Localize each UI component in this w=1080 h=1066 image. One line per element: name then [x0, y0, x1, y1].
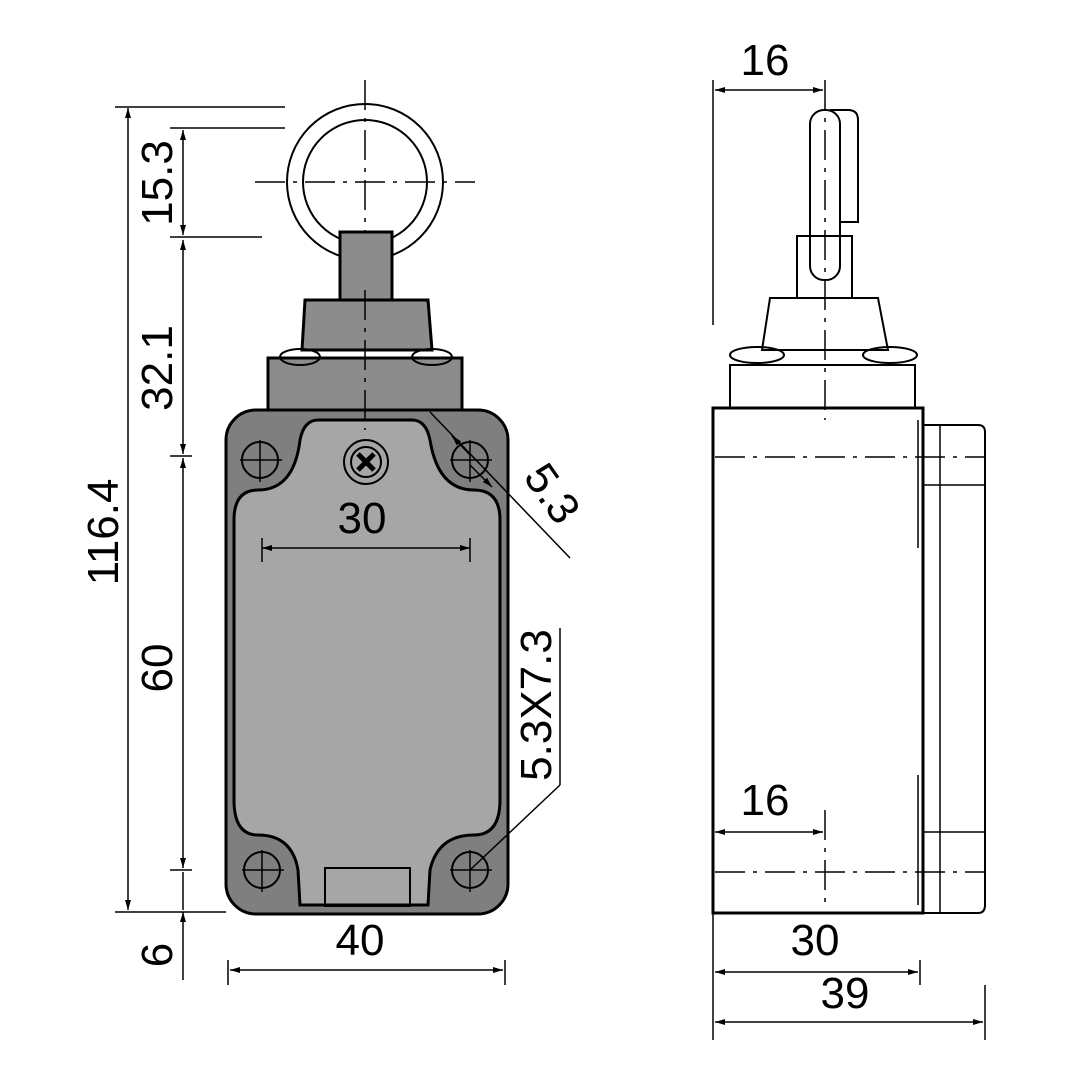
dim-total-height-label: 116.4 [79, 479, 128, 586]
switch-head-top [300, 298, 434, 352]
dim-body-label: 60 [133, 644, 182, 693]
side-head-base [729, 364, 916, 409]
dim-head-label: 32.1 [133, 325, 182, 411]
head-screw-right [411, 348, 453, 366]
cover-screw [343, 439, 389, 485]
dim-base-label: 6 [133, 943, 182, 967]
plunger [338, 230, 394, 304]
dim-hole-spacing-label: 30 [338, 494, 387, 543]
dim-top-label: 16 [741, 36, 790, 85]
mounting-holes [240, 440, 492, 892]
cable-entry [324, 867, 411, 907]
dim-ring-label: 15.3 [133, 140, 182, 226]
front-view: 116.4 15.3 32.1 60 6 30 40 5.3 5.3X7.3 [79, 80, 589, 985]
side-view: 16 16 30 39 [711, 36, 986, 1040]
switch-cover [232, 418, 502, 907]
screw-cross-icon [356, 452, 376, 472]
head-screw-left [279, 348, 321, 366]
side-cover-profile [923, 424, 986, 914]
dim-mid-label: 16 [741, 776, 790, 825]
dim-30-label: 30 [791, 916, 840, 965]
leader-slot [469, 784, 561, 871]
dim-39-label: 39 [821, 969, 870, 1018]
dim-width-label: 40 [336, 916, 385, 965]
dim-slot-label: 5.3X7.3 [512, 629, 561, 781]
dim-hole-label: 5.3 [514, 455, 589, 533]
side-body [711, 406, 925, 915]
